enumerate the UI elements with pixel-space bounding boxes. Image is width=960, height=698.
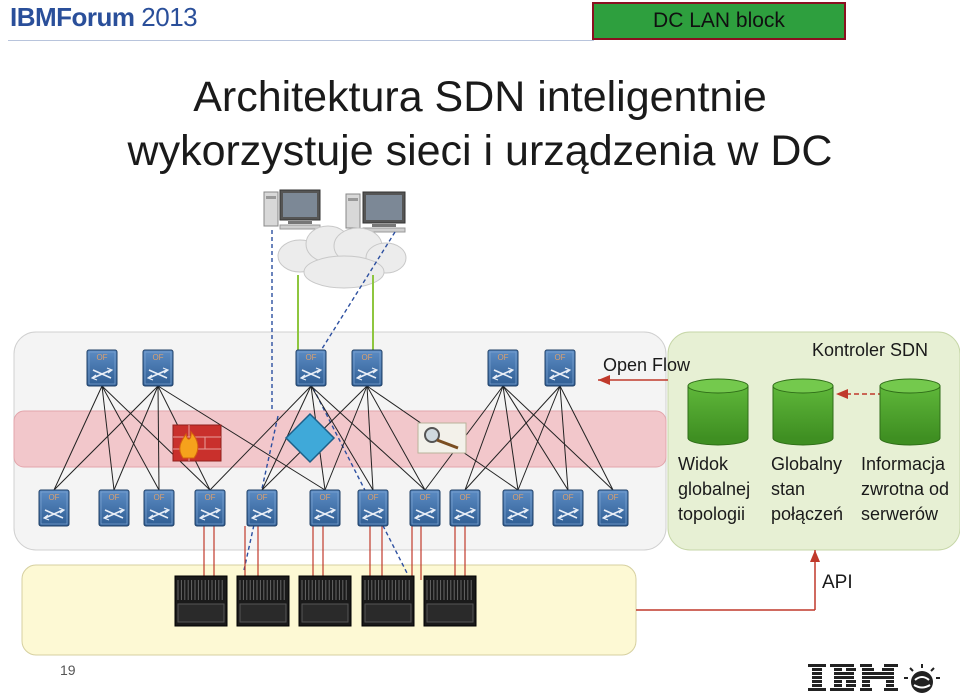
ibm-logo: [808, 664, 898, 691]
database-icon: [879, 378, 941, 446]
switch-icon: OF: [357, 489, 389, 527]
switch-icon: OF: [597, 489, 629, 527]
workstation-icon: [345, 191, 406, 233]
info-topology: Widok globalnej topologii: [678, 452, 750, 527]
switch-icon: OF: [142, 349, 174, 387]
switch-icon: OF: [544, 349, 576, 387]
workstation-icon: [263, 189, 321, 230]
of-label: OF: [152, 353, 163, 362]
api-arrow-head: [810, 550, 820, 562]
load-balancer-icon: [284, 412, 336, 464]
info-feedback: Informacja zwrotna od serwerów: [861, 452, 949, 527]
firewall-icon: [172, 424, 222, 462]
switch-icon: OF: [295, 349, 327, 387]
server-links: [203, 526, 466, 580]
info-line: połączeń: [771, 504, 844, 524]
brand-main: IBMForum: [10, 2, 135, 32]
smarter-planet-icon: [904, 664, 940, 693]
of-label: OF: [367, 493, 378, 502]
info-line: serwerów: [861, 504, 939, 524]
api-label: API: [822, 572, 853, 593]
of-label: OF: [48, 493, 59, 502]
info-line: Widok: [678, 454, 729, 474]
server-rack-icon: [174, 575, 228, 627]
switch-icon: OF: [98, 489, 130, 527]
info-line: Globalny: [771, 454, 843, 474]
database-icon: [772, 378, 834, 446]
feedback-arrow-head: [836, 389, 848, 399]
brand-year: 2013: [134, 2, 198, 32]
info-line: zwrotna od: [861, 479, 950, 499]
of-label: OF: [512, 493, 523, 502]
switch-icon: OF: [86, 349, 118, 387]
of-label: OF: [96, 353, 107, 362]
switch-icon: OF: [552, 489, 584, 527]
cloud-icon: [277, 225, 407, 289]
of-label: OF: [607, 493, 618, 502]
switch-icon: OF: [194, 489, 226, 527]
of-label: OF: [256, 493, 267, 502]
info-line: topologii: [678, 504, 746, 524]
of-label: OF: [305, 353, 316, 362]
info-line: globalnej: [678, 479, 751, 499]
switch-icon: OF: [309, 489, 341, 527]
slide-title: Architektura SDN inteligentnie wykorzyst…: [40, 70, 920, 178]
switch-icon: OF: [38, 489, 70, 527]
server-rack-icon: [423, 575, 477, 627]
server-rack-icon: [236, 575, 290, 627]
slide-title-line-1: Architektura SDN inteligentnie: [193, 73, 767, 121]
openflow-label: Open Flow: [603, 355, 691, 375]
switch-icon: OF: [502, 489, 534, 527]
controller-title: Kontroler SDN: [812, 340, 929, 360]
server-racks: [174, 575, 477, 627]
of-label: OF: [319, 493, 330, 502]
of-label: OF: [361, 353, 372, 362]
of-label: OF: [554, 353, 565, 362]
info-line: Informacja: [861, 454, 946, 474]
info-line: stan: [771, 479, 806, 499]
switch-icon: OF: [351, 349, 383, 387]
of-label: OF: [497, 353, 508, 362]
page-number: 19: [60, 662, 76, 678]
server-rack-icon: [361, 575, 415, 627]
server-rack-icon: [298, 575, 352, 627]
info-connections: Globalny stan połączeń: [771, 452, 843, 527]
switch-icon: OF: [143, 489, 175, 527]
of-label: OF: [419, 493, 430, 502]
switch-icon: OF: [409, 489, 441, 527]
controller-databases: [687, 378, 941, 446]
of-label: OF: [204, 493, 215, 502]
brand-logo: IBMForum 2013: [10, 2, 198, 33]
of-label: OF: [562, 493, 573, 502]
switch-icon: OF: [246, 489, 278, 527]
of-label: OF: [108, 493, 119, 502]
slide-title-line-2: wykorzystuje sieci i urządzenia w DC: [127, 127, 833, 175]
openflow-arrow-head: [598, 375, 610, 385]
header-rule: [8, 40, 594, 41]
switch-icon: OF: [449, 489, 481, 527]
dc-lan-badge: DC LAN block: [592, 2, 846, 40]
magnifier-icon: [417, 422, 467, 454]
database-icon: [687, 378, 749, 446]
of-label: OF: [153, 493, 164, 502]
of-label: OF: [459, 493, 470, 502]
switch-group: OF OF OF OF OF OF OF OF OF OF OF OF OF OF OF OF OF OF: [38, 349, 629, 527]
dc-lan-badge-text: DC LAN block: [653, 9, 785, 32]
switch-icon: OF: [487, 349, 519, 387]
